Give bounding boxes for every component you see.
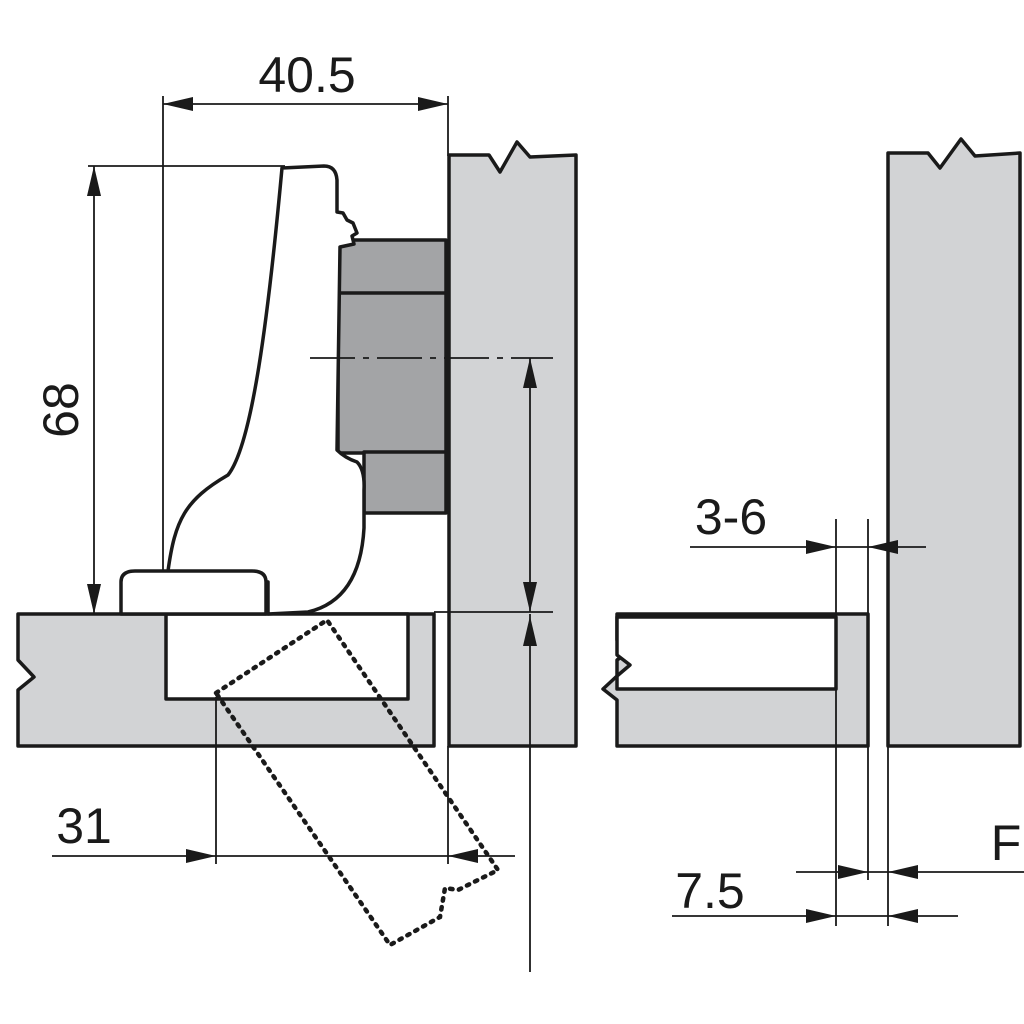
arrow-68-bottom (87, 584, 101, 614)
arrow-3-6-right (868, 540, 898, 554)
arrow-31-left (186, 849, 216, 863)
dim-label-f: F (991, 815, 1022, 871)
cabinet-side-panel-left (447, 140, 578, 748)
arrow-mount-upper-bottom (523, 582, 537, 612)
hinge-arm (166, 164, 366, 616)
cabinet-side-panel-right (886, 137, 1022, 748)
mounting-plate-bottom (362, 450, 448, 515)
arrow-40-5-right (418, 97, 448, 111)
door-panel-right-notch (615, 615, 838, 691)
hinge-cup-head (119, 569, 268, 616)
arrow-7-5-right (888, 909, 918, 923)
dim-label-68: 68 (33, 382, 89, 438)
mounting-plate-middle (336, 291, 448, 455)
dim-label-3-6: 3-6 (695, 489, 767, 545)
arrow-mount-upper-top (523, 358, 537, 388)
mounting-plate-top (336, 238, 448, 296)
arrow-f-left (838, 865, 868, 879)
arrow-31-right (448, 849, 478, 863)
arrow-40-5-left (163, 97, 193, 111)
arrow-3-6-left (806, 540, 836, 554)
arrow-68-top (87, 166, 101, 196)
dim-label-7-5: 7.5 (675, 863, 745, 919)
arrow-f-right (888, 865, 918, 879)
arrow-mount-lower (523, 616, 537, 646)
cup-bore (164, 612, 410, 701)
arrow-7-5-left (806, 909, 836, 923)
door-open-position (212, 616, 502, 948)
dim-label-31: 31 (56, 798, 112, 854)
dim-label-40-5: 40.5 (258, 47, 355, 103)
